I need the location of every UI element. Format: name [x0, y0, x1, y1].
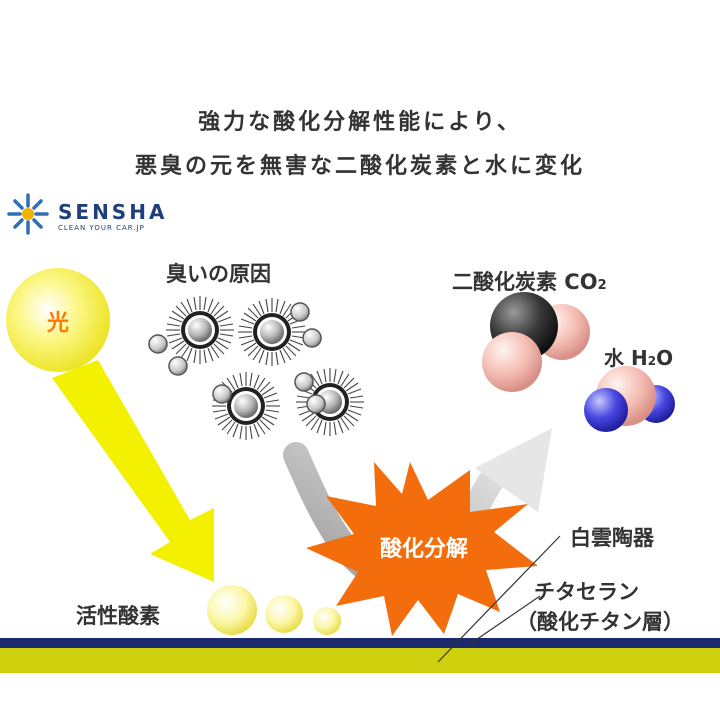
co2-label-subscript: 2: [597, 278, 607, 293]
water-label-text: 水 H: [604, 346, 648, 370]
headline-line-1: 強力な酸化分解性能により、: [198, 110, 522, 135]
decomposition-burst: [306, 462, 538, 636]
water-label-subscript: 2: [647, 354, 657, 368]
active-oxygen-bubbles: [207, 585, 341, 635]
sun-burst-logo-icon: [7, 193, 49, 235]
light-label: 光: [46, 311, 69, 336]
ceramic-label: 白雲陶器: [570, 526, 654, 550]
odor-molecules: [148, 295, 365, 441]
odor-cause-label: 臭いの原因: [166, 262, 271, 286]
titanium-layer: [0, 638, 720, 648]
titanium-leader-line: [469, 595, 541, 645]
co2-label-text: 二酸化炭素 CO: [452, 270, 598, 294]
active-oxygen-label: 活性酸素: [76, 604, 160, 628]
sun-icon: [6, 268, 110, 372]
headline-line-2: 悪臭の元を無害な二酸化炭素と水に変化: [134, 154, 585, 179]
titanium-label: チタセラン: [534, 580, 639, 604]
light-arrow: [52, 360, 214, 582]
h2o-molecule: [584, 366, 675, 432]
co2-label: 二酸化炭素 CO2: [452, 266, 607, 296]
ceramic-leader-line: [437, 535, 561, 663]
titanium-note-label: （酸化チタン層）: [516, 610, 684, 634]
water-label: 水 H2O: [604, 342, 673, 371]
water-label-tail: O: [656, 346, 674, 370]
ceramic-layer: [0, 648, 720, 673]
brand-name: SENSHA: [58, 200, 168, 224]
reaction-arrow-head: [475, 428, 552, 512]
decomposition-label: 酸化分解: [380, 536, 468, 562]
co2-molecule: [482, 292, 590, 392]
brand-tagline: CLEAN YOUR CAR.JP: [58, 224, 145, 232]
